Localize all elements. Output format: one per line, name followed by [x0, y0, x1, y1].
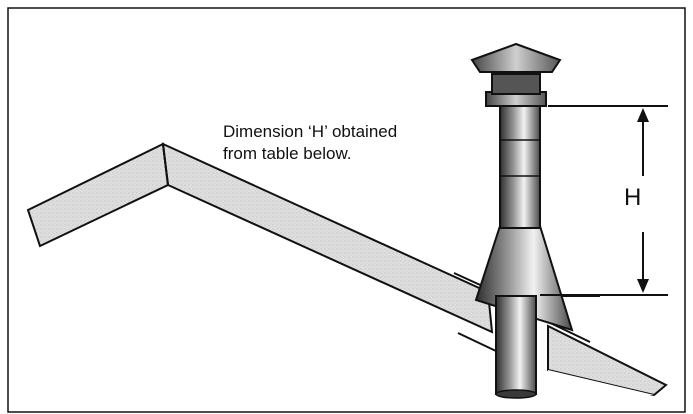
dimension-note-line2: from table below. [223, 144, 352, 163]
dimension-arrow-down-head [637, 279, 649, 293]
chimney-pipe-upper [499, 103, 541, 229]
flashing-line-lower [457, 332, 497, 352]
dimension-arrow-up-head [637, 108, 649, 122]
roof-left-slope [26, 142, 170, 248]
dimension-note: Dimension ‘H’ obtained from table below. [223, 121, 483, 165]
dimension-note-line1: Dimension ‘H’ obtained [223, 122, 398, 141]
frame-border [7, 7, 686, 413]
chimney-pipe-lower [495, 295, 537, 395]
roof-main-slope [161, 142, 494, 334]
rain-cap-hood [470, 42, 562, 73]
dimension-label-h: H [624, 184, 642, 211]
